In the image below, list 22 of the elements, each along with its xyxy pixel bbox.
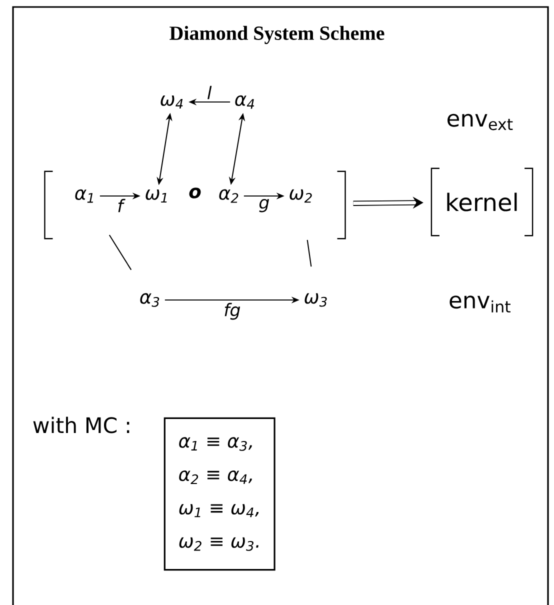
math-term: α$_{3}$ [140,293,160,307]
connector-line [108,234,132,270]
math-term: ω$_{4}$ [160,95,183,109]
math-term: ω$_{3}$ [304,293,327,307]
edge-label: l [208,86,212,100]
text-label: env$_{int}$ [450,296,510,312]
math-term: α$_{2}$ [219,189,238,203]
bracket-group [44,170,346,240]
edge-label: g [259,198,269,212]
math-term: ω$_{2}$ [290,189,312,203]
math-term: α$_{1}$ [75,189,93,203]
bracketed-term: kernel [430,168,534,236]
math-term: ω$_{1}$ [146,189,167,203]
text-label: with MC : [33,416,130,434]
composition-symbol: o [189,188,201,198]
edge-label: f [118,198,126,212]
connector-line [306,240,312,267]
edge-label: fg [224,302,240,320]
title: Diamond System Scheme [170,26,384,44]
text-label: env$_{ext}$ [448,114,513,130]
equation-box: α$_{1}$ ≡ α$_{3}$, α$_{2}$ ≡ α$_{4}$, ω$_{1}$ ≡ ω$_{4}$, ω$_{2}$ ≡ ω$_{3}$. [164,417,276,571]
math-term: α$_{4}$ [235,95,254,109]
